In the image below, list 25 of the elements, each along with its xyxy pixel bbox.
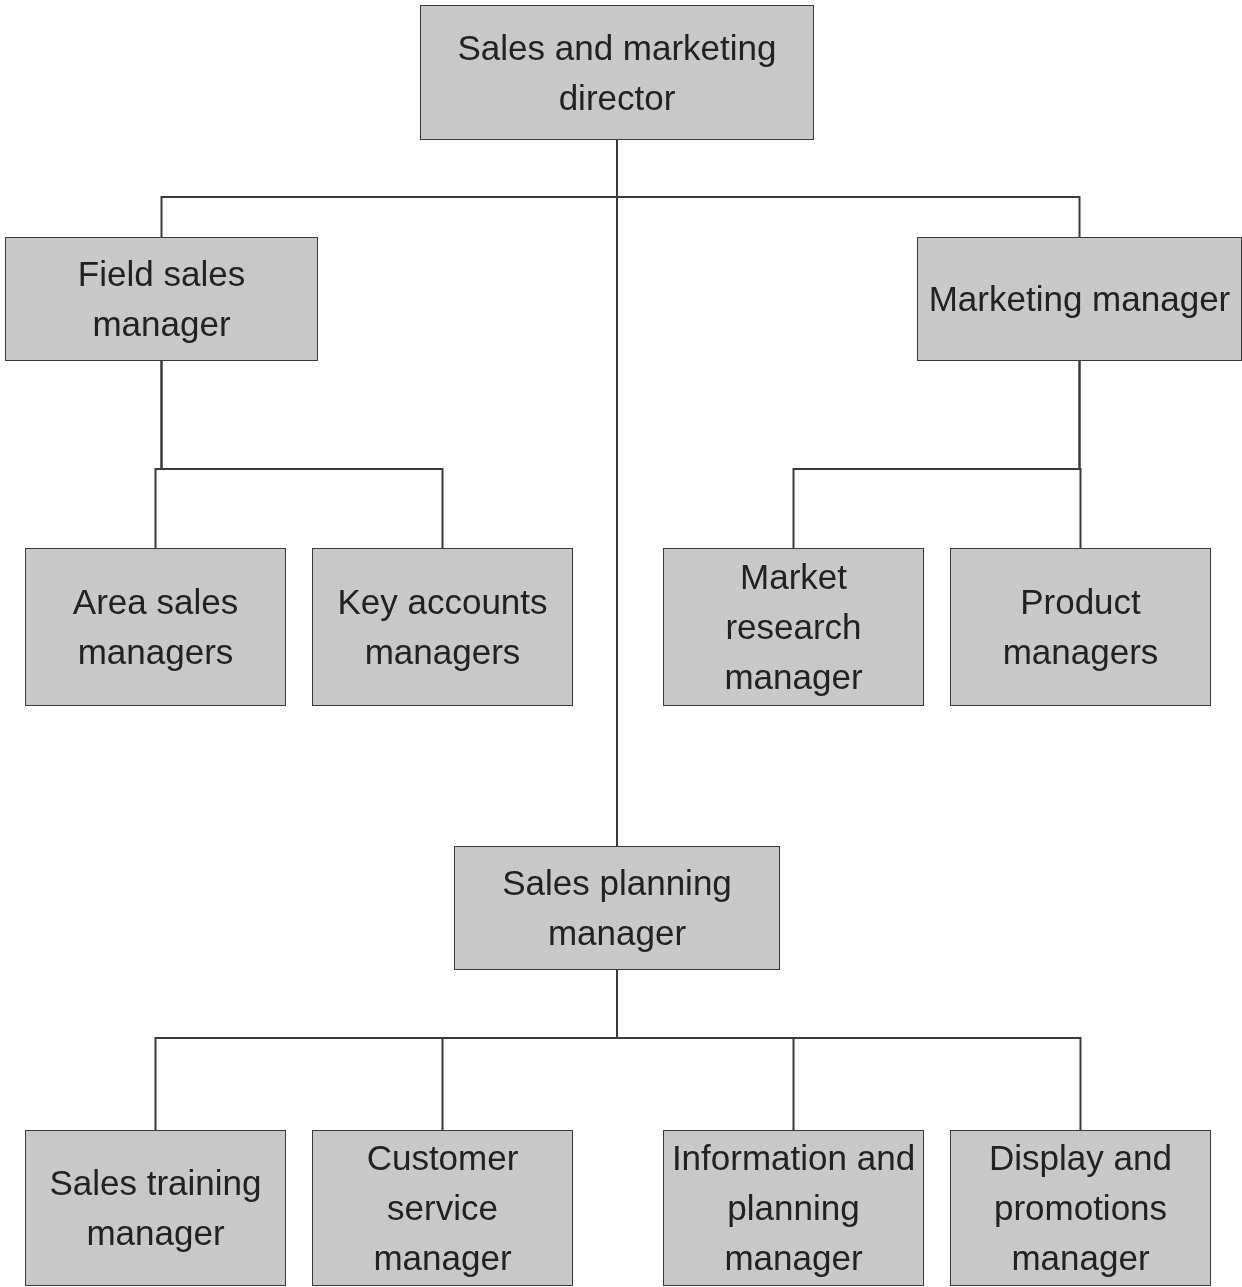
role-title: Marketing manager xyxy=(928,278,1231,320)
connector-line xyxy=(160,360,444,549)
role-box xyxy=(917,237,1242,361)
role-box xyxy=(420,5,814,140)
role-title: Display and promotions manager xyxy=(988,1137,1173,1279)
role-title: Sales planning manager xyxy=(501,862,733,954)
role-box xyxy=(25,1130,286,1286)
role-title: Market research manager xyxy=(723,556,864,698)
role-title: Customer service manager xyxy=(365,1137,520,1279)
role-title: Key accounts managers xyxy=(336,581,549,673)
role-box xyxy=(663,548,924,706)
role-box xyxy=(25,548,286,706)
role-box xyxy=(5,237,318,361)
role-title: Product managers xyxy=(1001,581,1160,673)
role-title: Information and planning manager xyxy=(670,1137,917,1279)
role-box xyxy=(312,1130,573,1286)
role-box xyxy=(454,846,780,970)
role-title: Sales training manager xyxy=(48,1162,263,1254)
role-box xyxy=(312,548,573,706)
role-title: Sales and marketing director xyxy=(456,26,778,119)
role-title: Area sales managers xyxy=(71,581,240,673)
role-box xyxy=(950,1130,1211,1286)
role-title: Field sales manager xyxy=(76,253,247,345)
role-box xyxy=(950,548,1211,706)
connector-line xyxy=(1078,360,1082,549)
